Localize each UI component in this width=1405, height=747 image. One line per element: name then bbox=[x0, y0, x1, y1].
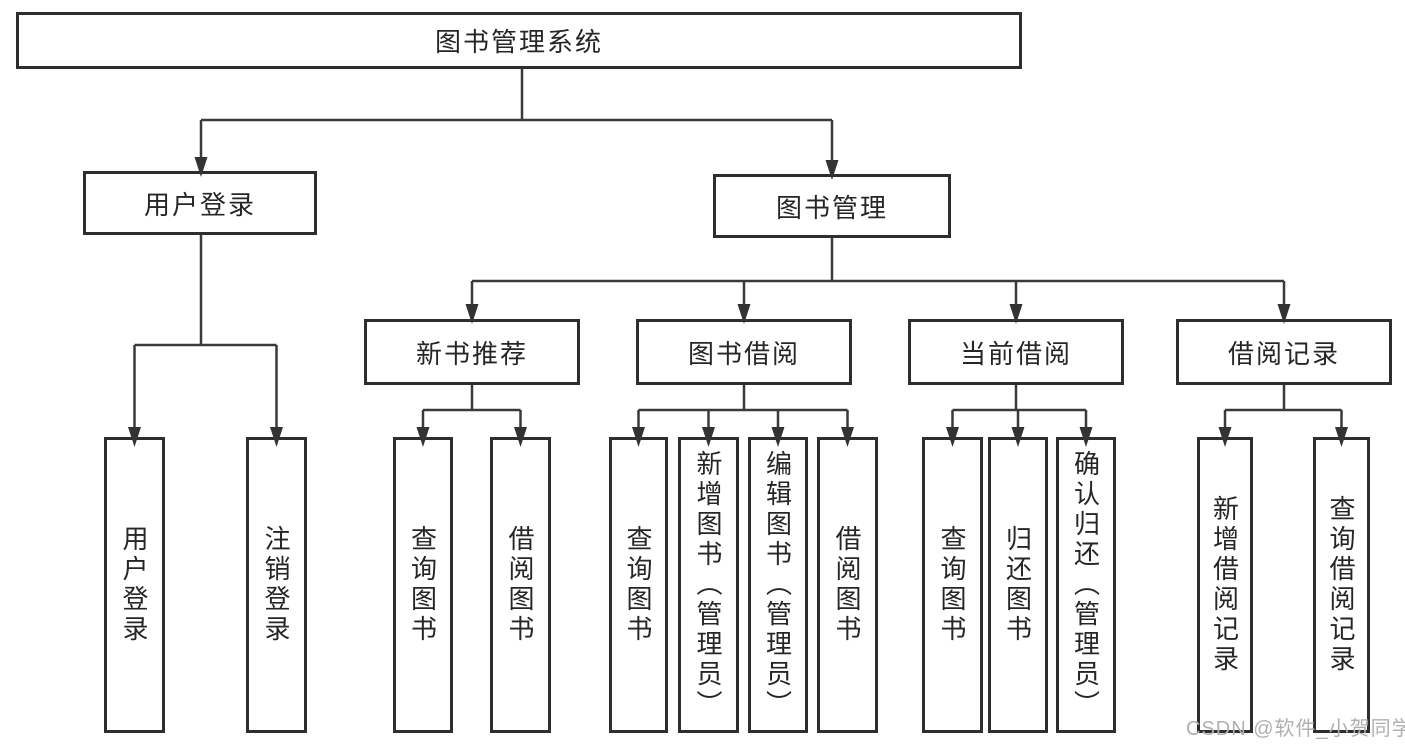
leaf-borrow-query-books: 查询图书 bbox=[609, 437, 668, 733]
node-borrowing-records: 借阅记录 bbox=[1176, 319, 1392, 385]
node-book-management: 图书管理 bbox=[713, 174, 951, 238]
node-current-borrowing: 当前借阅 bbox=[908, 319, 1124, 385]
node-user-login: 用户登录 bbox=[83, 171, 317, 235]
node-book-borrowing: 图书借阅 bbox=[636, 319, 852, 385]
leaf-add-borrow-record: 新增借阅记录 bbox=[1197, 437, 1253, 733]
leaf-return-books: 归还图书 bbox=[988, 437, 1048, 733]
leaf-recommend-borrow-books: 借阅图书 bbox=[490, 437, 551, 733]
node-library-management-system: 图书管理系统 bbox=[16, 12, 1022, 69]
leaf-confirm-return-admin: 确认归还（管理员） bbox=[1056, 437, 1116, 733]
watermark: CSDN @软件_小贺同学 bbox=[1186, 718, 1405, 740]
leaf-logout: 注销登录 bbox=[246, 437, 307, 733]
leaf-user-login: 用户登录 bbox=[104, 437, 165, 733]
leaf-query-borrow-record: 查询借阅记录 bbox=[1313, 437, 1370, 733]
leaf-recommend-query-books: 查询图书 bbox=[393, 437, 453, 733]
leaf-edit-book-admin: 编辑图书（管理员） bbox=[748, 437, 808, 733]
leaf-current-query-books: 查询图书 bbox=[922, 437, 983, 733]
leaf-add-book-admin: 新增图书（管理员） bbox=[678, 437, 739, 733]
leaf-borrow-books: 借阅图书 bbox=[817, 437, 878, 733]
node-new-book-recommendation: 新书推荐 bbox=[364, 319, 580, 385]
